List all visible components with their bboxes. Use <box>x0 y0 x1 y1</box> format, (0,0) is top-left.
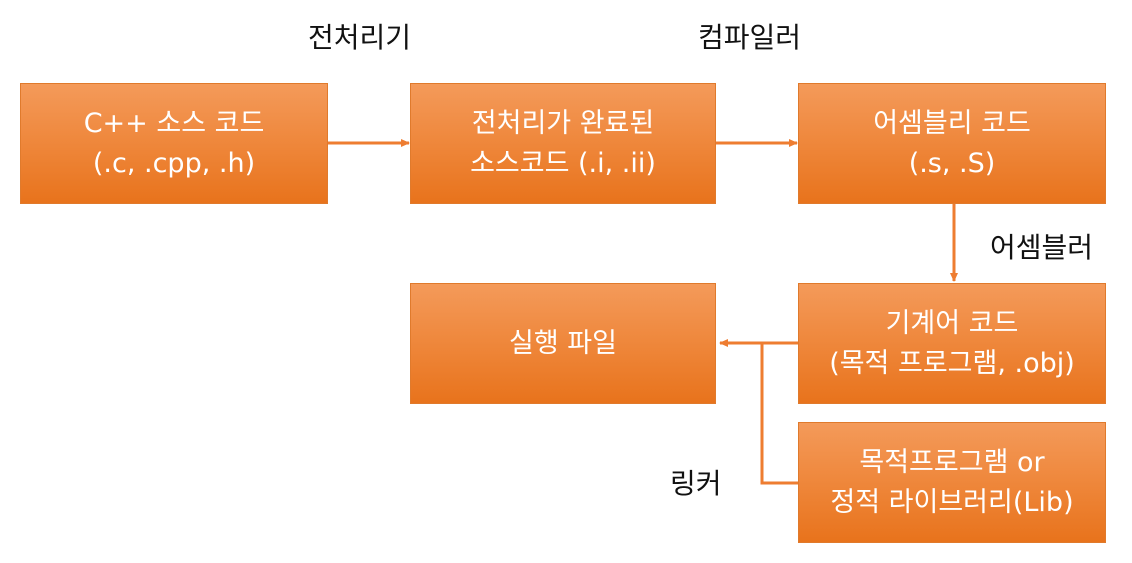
library-title: 목적프로그램 or <box>859 446 1045 478</box>
linker-label: 링커 <box>670 467 722 500</box>
compiler-label: 컴파일러 <box>698 21 802 54</box>
source-code-box: C++ 소스 코드 (.c, .cpp, .h) <box>20 83 328 204</box>
library-subtitle: 정적 라이브러리(Lib) <box>830 486 1074 518</box>
preprocessed-code-extensions: 소스코드 (.i, .ii) <box>470 147 656 179</box>
source-code-title: C++ 소스 코드 <box>83 107 265 139</box>
assembly-code-box: 어셈블리 코드 (.s, .S) <box>798 83 1106 204</box>
executable-file-box: 실행 파일 <box>410 283 716 404</box>
assembly-code-title: 어셈블리 코드 <box>873 107 1031 139</box>
assembly-code-extensions: (.s, .S) <box>908 147 996 179</box>
preprocessor-label: 전처리기 <box>308 21 412 54</box>
preprocessed-code-box: 전처리가 완료된 소스코드 (.i, .ii) <box>410 83 716 204</box>
connector-library-to-link <box>760 343 800 485</box>
executable-file-title: 실행 파일 <box>509 327 617 359</box>
machine-code-extensions: (목적 프로그램, .obj) <box>829 347 1075 379</box>
source-code-extensions: (.c, .cpp, .h) <box>92 147 256 179</box>
machine-code-box: 기계어 코드 (목적 프로그램, .obj) <box>798 283 1106 404</box>
preprocessed-code-title: 전처리가 완료된 <box>471 107 655 139</box>
machine-code-title: 기계어 코드 <box>885 307 1019 339</box>
assembler-label: 어셈블러 <box>990 231 1094 264</box>
library-box: 목적프로그램 or 정적 라이브러리(Lib) <box>798 422 1106 543</box>
